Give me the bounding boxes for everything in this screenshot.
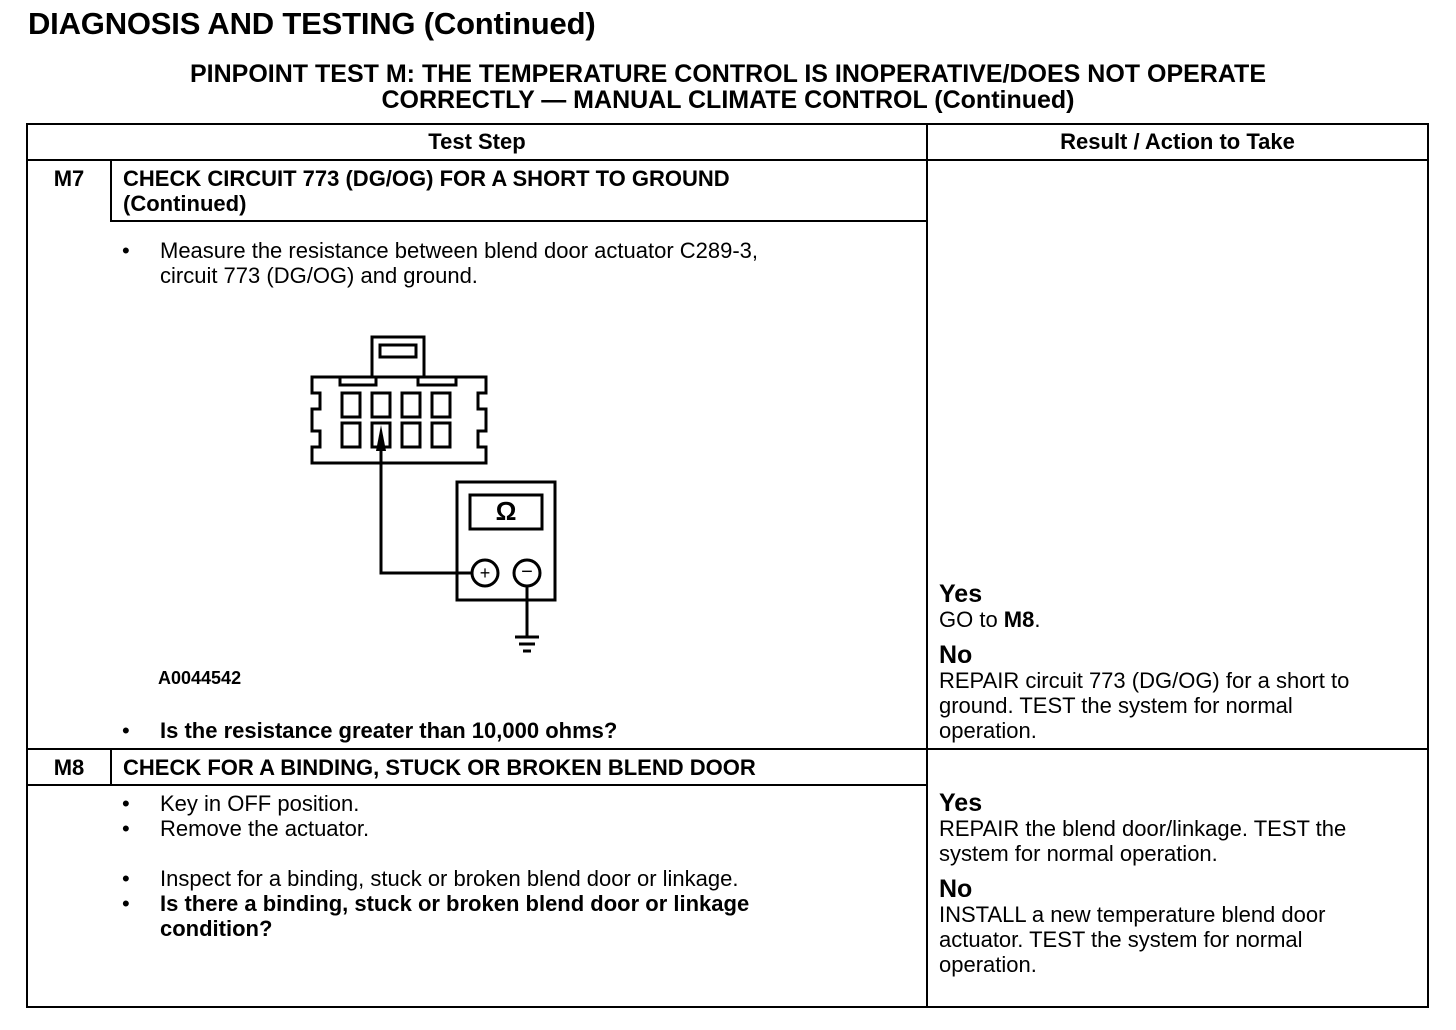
m8-instruction-3: Inspect for a binding, stuck or broken b… <box>160 866 739 891</box>
bullet: • <box>122 791 130 816</box>
m8-step-reference[interactable]: M8 <box>1003 607 1035 632</box>
step-separator <box>26 748 1429 750</box>
figure-label: A0044542 <box>158 668 242 688</box>
m8-question-line1: Is there a binding, stuck or broken blen… <box>160 891 750 916</box>
probe-tip-icon <box>376 425 386 451</box>
bullet: • <box>122 891 130 916</box>
m7-yes-label: Yes <box>939 580 983 608</box>
m8-no-action-line3: operation. <box>939 952 1037 977</box>
pinpoint-test-title-line2: CORRECTLY — MANUAL CLIMATE CONTROL (Cont… <box>381 86 1075 114</box>
m8-no-label: No <box>939 875 973 903</box>
column-header-test-step: Test Step <box>428 129 526 154</box>
m7-title-line2: (Continued) <box>123 191 247 216</box>
bullet: • <box>122 816 130 841</box>
ohm-symbol-icon: Ω <box>495 496 517 526</box>
m8-yes-action-line1: REPAIR the blend door/linkage. TEST the <box>939 816 1347 841</box>
m8-no-action-line1: INSTALL a new temperature blend door <box>939 902 1326 927</box>
column-divider <box>926 123 928 1008</box>
header-row-divider <box>26 159 1429 161</box>
m7-id-divider <box>110 161 112 222</box>
bullet: • <box>122 866 130 891</box>
m8-title-divider <box>26 784 927 786</box>
m7-no-action-line2: ground. TEST the system for normal <box>939 693 1293 718</box>
step-id-m8: M8 <box>53 755 85 780</box>
m7-instruction-line1: Measure the resistance between blend doo… <box>160 238 759 263</box>
pinpoint-test-table <box>26 123 1429 1008</box>
m7-title-divider <box>110 220 927 222</box>
m8-no-action-line2: actuator. TEST the system for normal <box>939 927 1303 952</box>
column-header-result-action: Result / Action to Take <box>1060 129 1295 154</box>
bullet: • <box>122 718 130 743</box>
m7-question: Is the resistance greater than 10,000 oh… <box>160 718 618 743</box>
m8-instruction-1: Key in OFF position. <box>160 791 360 816</box>
m8-id-divider <box>110 750 112 786</box>
m7-yes-action: GO to M8. <box>939 607 1041 632</box>
m7-no-action-line1: REPAIR circuit 773 (DG/OG) for a short t… <box>939 668 1350 693</box>
ohmmeter-connector-diagram <box>310 335 557 653</box>
m8-question-line2: condition? <box>160 916 273 941</box>
meter-minus-terminal: − <box>521 561 533 583</box>
pinpoint-test-title-line1: PINPOINT TEST M: THE TEMPERATURE CONTROL… <box>190 60 1266 88</box>
step-id-m7: M7 <box>53 166 85 191</box>
m7-instruction-line2: circuit 773 (DG/OG) and ground. <box>160 263 478 288</box>
page-title: DIAGNOSIS AND TESTING (Continued) <box>28 6 596 41</box>
m7-title-line1: CHECK CIRCUIT 773 (DG/OG) FOR A SHORT TO… <box>123 166 730 191</box>
meter-plus-terminal: + <box>479 563 491 583</box>
m8-yes-label: Yes <box>939 789 983 817</box>
m8-instruction-2: Remove the actuator. <box>160 816 370 841</box>
bullet: • <box>122 238 130 263</box>
m7-no-action-line3: operation. <box>939 718 1037 743</box>
m7-no-label: No <box>939 641 973 669</box>
m8-yes-action-line2: system for normal operation. <box>939 841 1218 866</box>
m8-title: CHECK FOR A BINDING, STUCK OR BROKEN BLE… <box>123 755 756 780</box>
